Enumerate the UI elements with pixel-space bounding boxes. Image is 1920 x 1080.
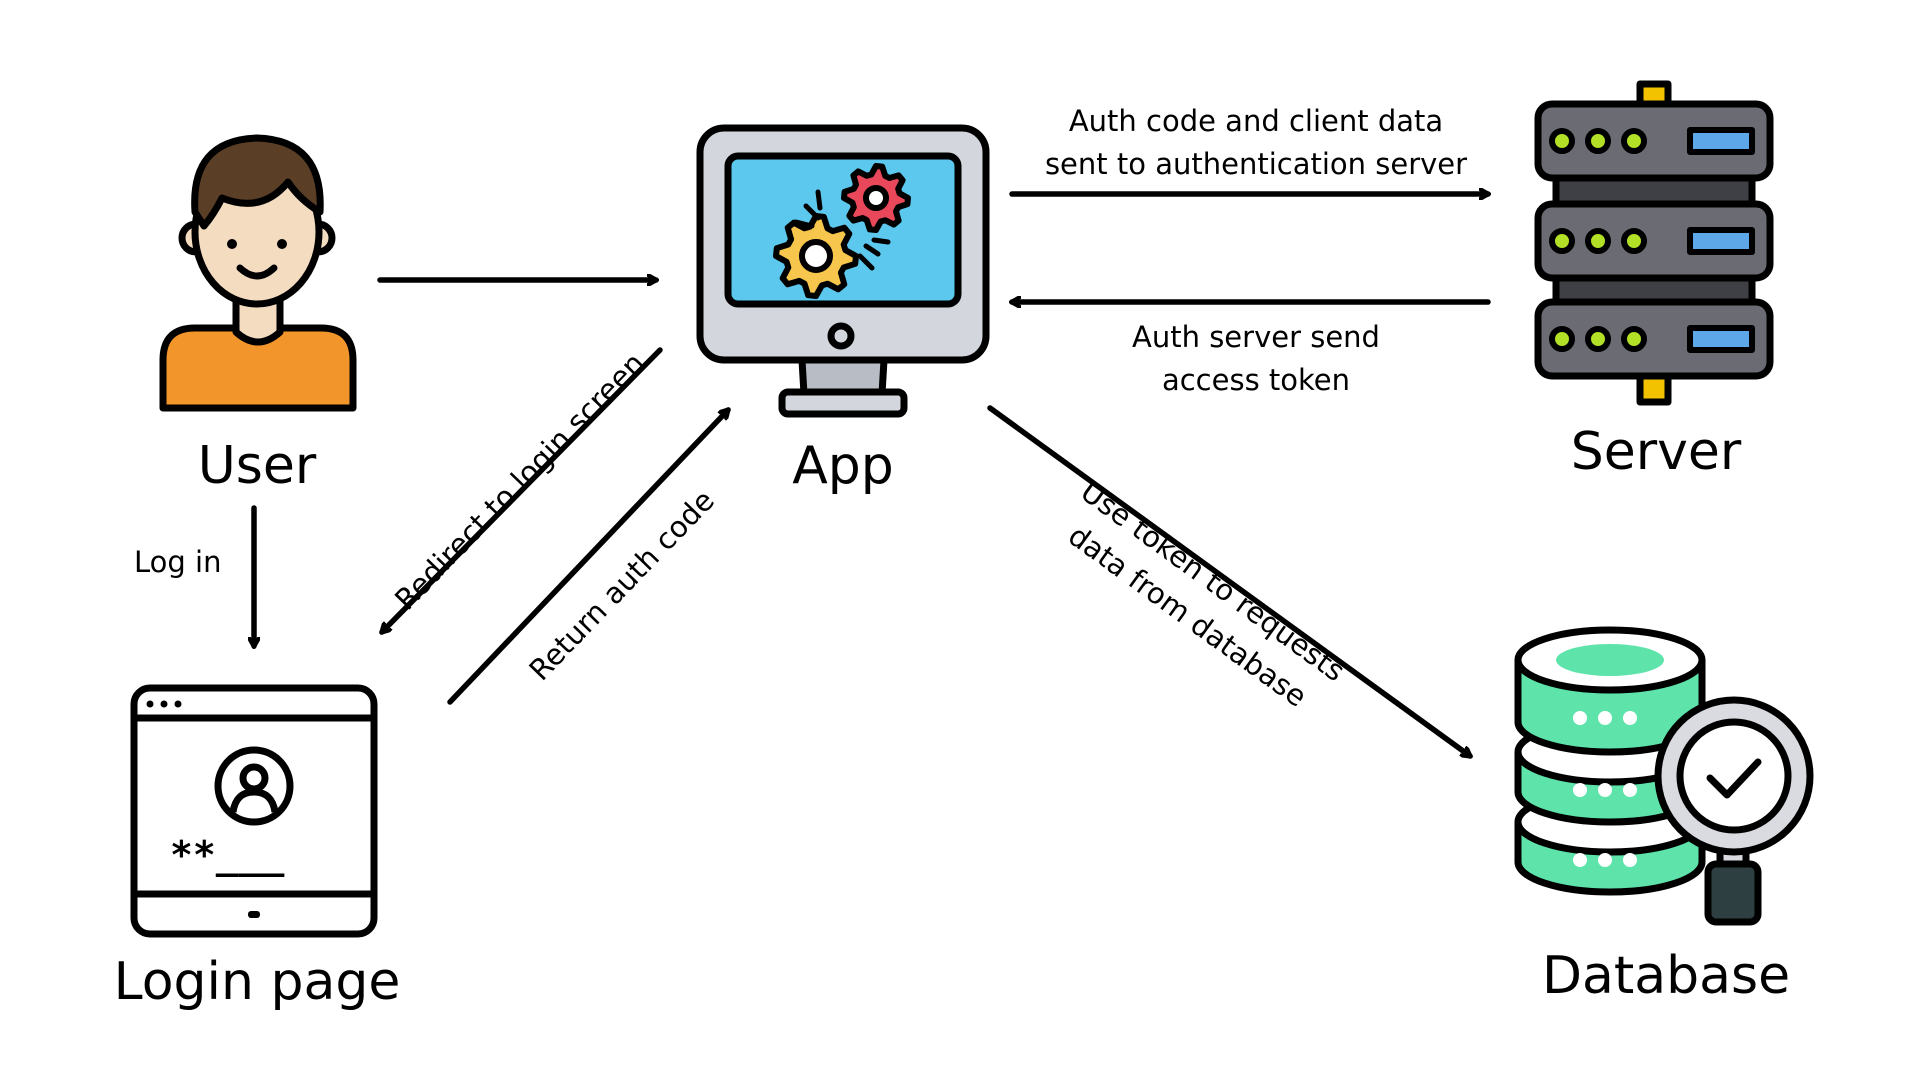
server-led [1585,228,1611,254]
login-page-label: Login page [113,952,401,1012]
server-led [1585,128,1611,154]
server-led [1549,228,1575,254]
server-unit [1534,298,1774,380]
edge-label-auth-code: Auth code and client data sent to authen… [1016,100,1496,186]
server-slot [1687,227,1755,255]
login-window-icon [130,684,378,938]
auth-code-line-2: sent to authentication server [1044,147,1468,181]
server-led [1621,228,1647,254]
arrow-login-to-app [447,407,731,705]
arrow-app-to-database [987,405,1470,759]
app-label: App [792,436,894,496]
server-unit [1534,100,1774,182]
server-led [1621,128,1647,154]
database-label: Database [1541,946,1791,1006]
user-label: User [197,436,317,496]
gear-yellow-icon [773,213,859,299]
server-slot [1687,127,1755,155]
edge-label-access-token: Auth server send access token [1066,316,1446,402]
arrow-app-to-login [379,347,663,635]
access-token-line-2: access token [1161,363,1351,397]
password-mask: **___ [170,833,285,877]
access-token-line-1: Auth server send [1132,320,1380,354]
auth-code-line-1: Auth code and client data [1068,104,1444,138]
magnifier-check-icon [1654,696,1814,926]
user-icon [159,134,357,412]
server-icon [1534,80,1774,406]
database-icon [1514,626,1706,896]
gear-red-icon [841,163,911,233]
server-unit [1534,200,1774,282]
server-label: Server [1570,422,1742,482]
server-led [1549,326,1575,352]
server-led [1549,128,1575,154]
spark-lines [793,189,891,271]
user-avatar-icon [214,746,294,826]
arrows [254,194,1488,759]
edge-label-login: Log in [134,545,222,579]
server-slot [1687,325,1755,353]
server-led [1585,326,1611,352]
server-led [1621,326,1647,352]
